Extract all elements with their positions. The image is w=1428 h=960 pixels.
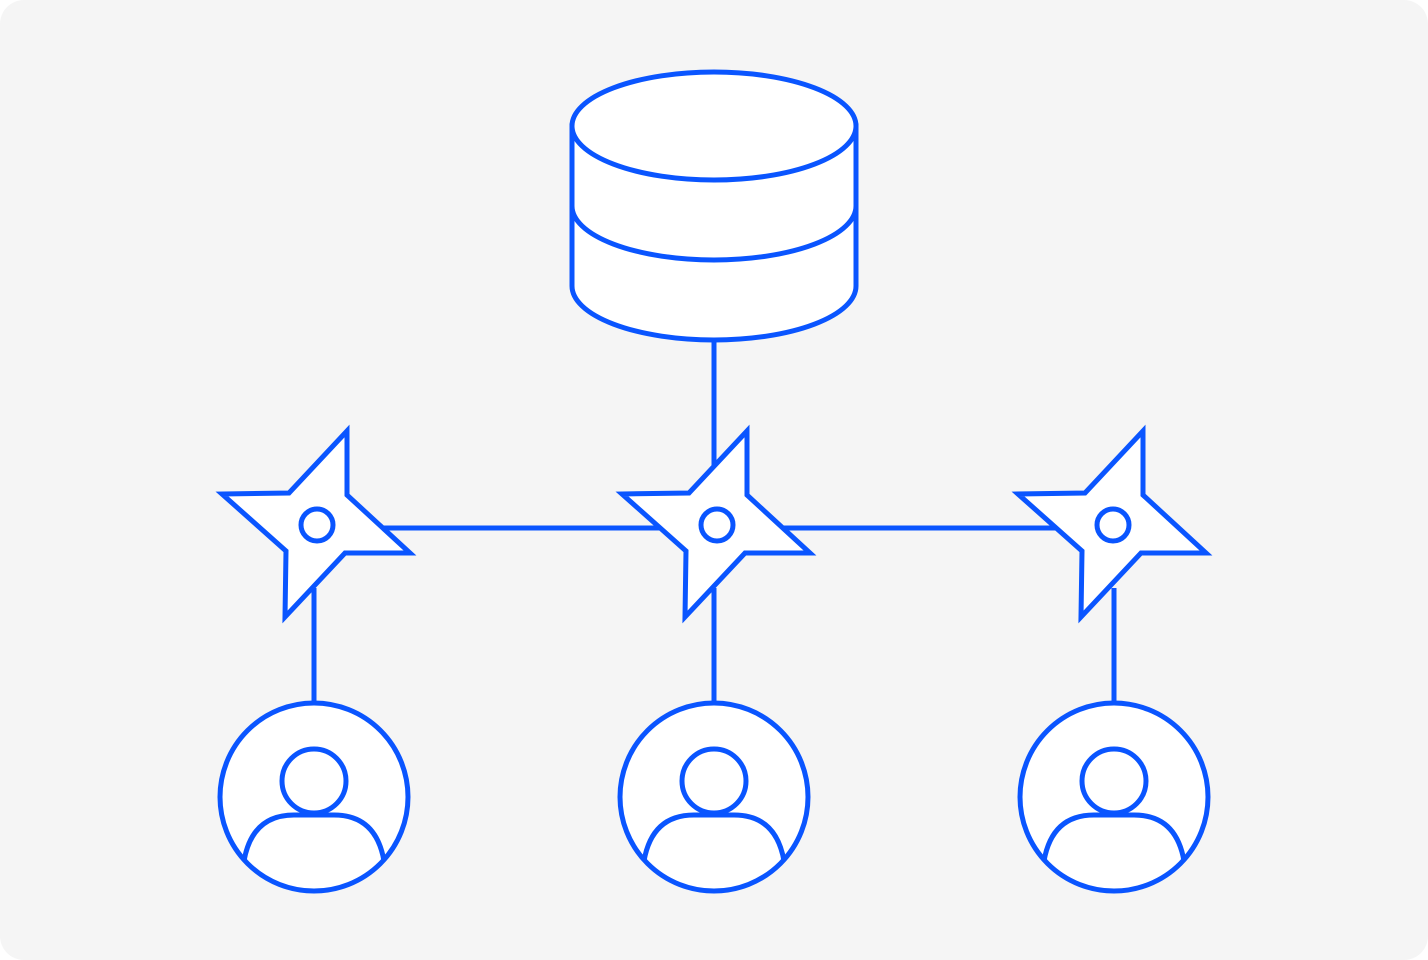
user-center [617, 700, 811, 894]
node-right [1011, 424, 1213, 624]
user-body-icon [641, 812, 787, 862]
user-body-icon [1041, 812, 1187, 862]
database-icon [569, 69, 859, 343]
node-left [215, 424, 417, 624]
user-body-icon [241, 812, 387, 862]
connectors [311, 340, 1117, 702]
avatar-circle [1017, 700, 1211, 894]
avatar-circle [217, 700, 411, 894]
avatar-circle [617, 700, 811, 894]
node-hub-icon [298, 506, 336, 544]
user-left [217, 700, 411, 894]
node-center [615, 424, 817, 624]
node-hub-icon [1094, 506, 1132, 544]
node-hub-icon [698, 506, 736, 544]
user-right [1017, 700, 1211, 894]
